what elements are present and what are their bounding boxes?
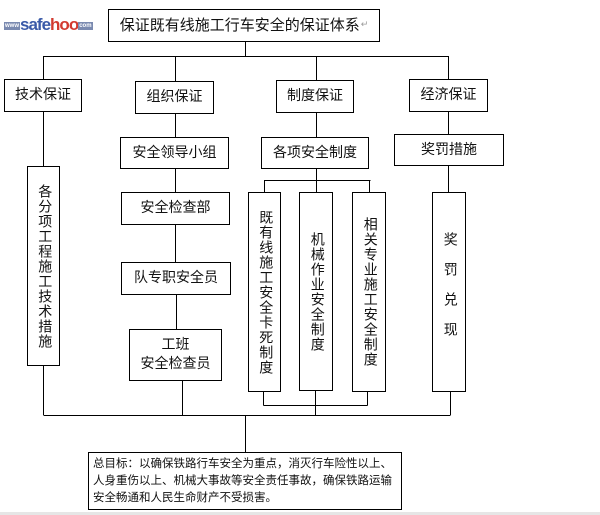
org-team-officer-box: 队专职安全员 — [121, 262, 231, 295]
box-text: 既有线施工安全卡死制度 — [257, 209, 274, 375]
box-text: 安全领导小组 — [132, 144, 217, 161]
paragraph-mark: ↵ — [360, 20, 369, 31]
category-system: 制度保证 — [276, 80, 354, 113]
connector — [448, 111, 451, 415]
connector — [43, 41, 449, 81]
safehoo-logo: wwwsafehoocom — [4, 15, 93, 34]
title-box: 保证既有线施工行车安全的保证体系↵ — [108, 9, 380, 42]
economic-measures-box: 奖罚措施 — [394, 134, 504, 166]
connector — [264, 112, 371, 192]
box-text: 机械作业安全制度 — [308, 231, 325, 352]
category-label: 组织保证 — [146, 89, 203, 106]
category-economic: 经济保证 — [409, 79, 488, 112]
category-label: 制度保证 — [287, 88, 343, 105]
box-text: 各项安全制度 — [273, 144, 357, 161]
box-text: 安全检查员 — [140, 356, 211, 372]
economic-reward-box: 奖罚兑现 — [432, 192, 466, 392]
org-crew-inspector-box: 工班安全检查员 — [129, 329, 222, 381]
box-text: 工班 — [161, 337, 190, 354]
category-label: 经济保证 — [420, 87, 477, 104]
box-text: 奖罚措施 — [421, 141, 477, 158]
title-text: 保证既有线施工行车安全的保证体系 — [119, 16, 360, 35]
org-inspection-box: 安全检查部 — [121, 192, 230, 225]
connector — [43, 415, 451, 452]
box-text: 相关专业施工安全制度 — [361, 217, 378, 367]
box-text: 各分项工程施工技术措施 — [36, 183, 53, 349]
system-rule-1: 既有线施工安全卡死制度 — [248, 192, 281, 392]
system-rule-3: 相关专业施工安全制度 — [352, 192, 386, 392]
system-rule-2: 机械作业安全制度 — [299, 192, 333, 391]
tech-measures-box: 各分项工程施工技术措施 — [27, 166, 60, 366]
system-rules-box: 各项安全制度 — [261, 137, 369, 169]
goal-text: 总目标：以确保铁路行车安全为重点，消灭行车险性以上、人身重伤以上、机械大事故等安… — [93, 456, 392, 504]
org-leadership-box: 安全领导小组 — [120, 137, 229, 169]
overall-goal-box: 总目标：以确保铁路行车安全为重点，消灭行车险性以上、人身重伤以上、机械大事故等安… — [88, 452, 402, 510]
box-text: 安全检查部 — [140, 200, 211, 217]
category-tech: 技术保证 — [4, 79, 82, 112]
category-org: 组织保证 — [135, 81, 214, 114]
page-bottom-edge — [0, 512, 600, 515]
box-text: 队专职安全员 — [134, 270, 218, 287]
connector — [263, 391, 368, 415]
box-text: 奖罚兑现 — [441, 232, 458, 352]
category-label: 技术保证 — [15, 87, 71, 104]
connector — [175, 113, 183, 415]
